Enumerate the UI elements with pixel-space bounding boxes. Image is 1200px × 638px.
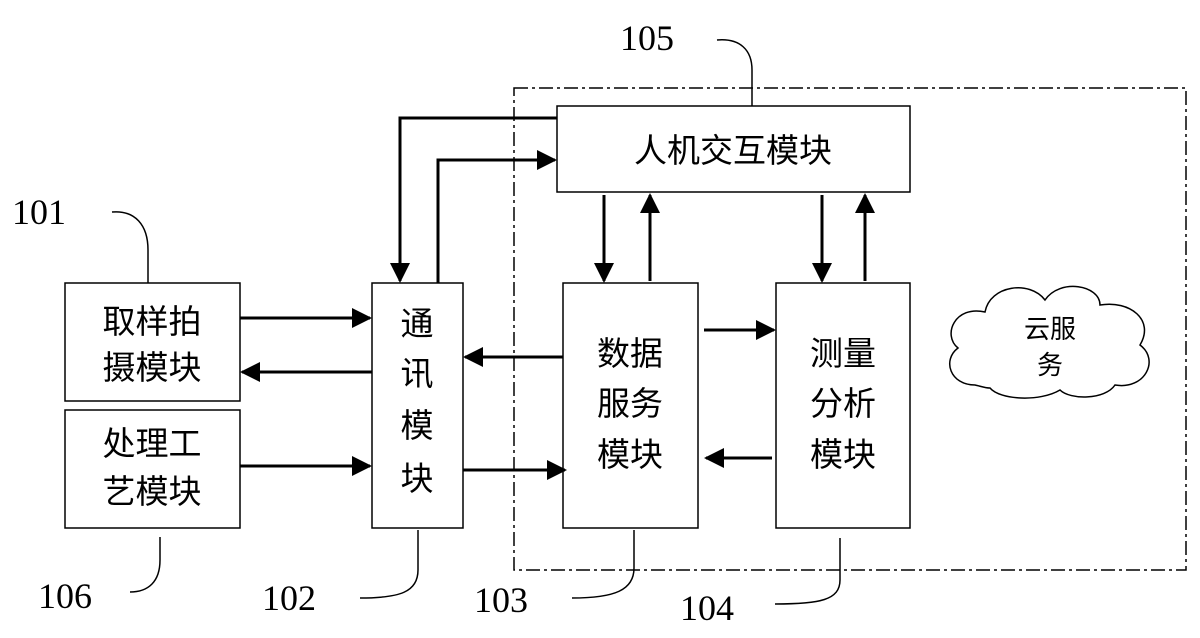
measurement-label-1: 测量 — [810, 334, 876, 373]
leader-102 — [359, 530, 419, 599]
sampling-module-label-2: 摄模块 — [103, 348, 202, 387]
data-service-label-3: 模块 — [597, 435, 663, 474]
ref-label-104: 104 — [680, 588, 734, 628]
measurement-label-2: 分析 — [810, 384, 876, 423]
ref-label-106: 106 — [38, 576, 92, 616]
hmi-module-box — [556, 105, 911, 193]
comm-module-label-2: 讯 — [401, 354, 434, 393]
arrow-comm-to-hmi — [436, 150, 557, 283]
ref-label-103: 103 — [474, 580, 528, 620]
cloud-shape — [948, 285, 1150, 399]
ref-label-105: 105 — [620, 18, 674, 58]
communication-module-box — [371, 282, 464, 529]
leader-101 — [111, 211, 149, 283]
measurement-label-3: 模块 — [810, 435, 876, 474]
leader-106 — [129, 537, 161, 593]
ref-label-102: 102 — [262, 578, 316, 618]
data-service-label-1: 数据 — [597, 334, 663, 373]
leader-103 — [571, 530, 635, 599]
sampling-module-label-1: 取样拍 — [103, 302, 202, 341]
data-service-label-2: 服务 — [597, 384, 663, 423]
cloud-label-1: 云服 — [1024, 315, 1076, 345]
hmi-module-label: 人机交互模块 — [634, 131, 832, 170]
sampling-module-box — [64, 282, 241, 402]
comm-module-label-1: 通 — [401, 304, 434, 343]
comm-module-label-3: 模 — [401, 406, 434, 445]
comm-module-label-4: 块 — [401, 459, 434, 498]
ref-label-101: 101 — [12, 192, 66, 232]
cloud-boundary — [513, 87, 1187, 571]
processing-module-label-2: 艺模块 — [103, 472, 202, 511]
leader-104 — [774, 538, 841, 605]
processing-module-label-1: 处理工 — [103, 424, 202, 463]
leader-105 — [716, 39, 753, 106]
arrow-hmi-to-comm — [390, 116, 557, 283]
processing-module-box — [64, 409, 241, 529]
data-service-module-box — [562, 282, 699, 529]
measurement-module-box — [775, 282, 911, 529]
cloud-label-2: 务 — [1037, 351, 1063, 381]
